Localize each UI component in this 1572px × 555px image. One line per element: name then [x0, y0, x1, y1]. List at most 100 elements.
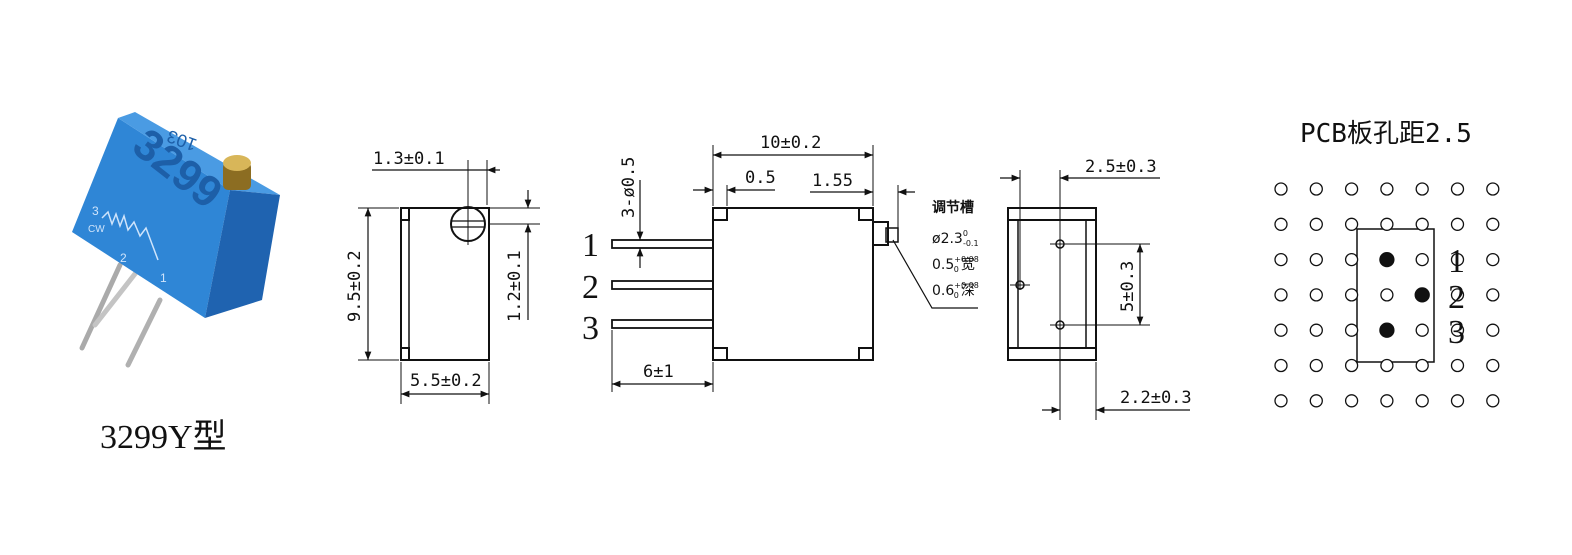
- pcb-hole: [1415, 394, 1429, 408]
- pcb-layout: PCB板孔距2.5 1 2 3: [1274, 119, 1500, 408]
- dim-back-2-5: 2.5±0.3: [1085, 157, 1157, 177]
- pcb-hole: [1415, 252, 1429, 267]
- pcb-hole: [1380, 182, 1394, 196]
- pcb-hole: [1380, 394, 1394, 408]
- pcb-hole: [1486, 217, 1500, 231]
- dim-front-pin-dia: 3-ø0.5: [619, 157, 639, 218]
- slot-spec-line: ø2.30-0.1: [932, 229, 979, 248]
- front-pin-label-3: 3: [582, 310, 599, 347]
- pcb-hole: [1274, 182, 1288, 196]
- front-view: [611, 145, 978, 392]
- model-label: 3299Y型: [100, 419, 227, 456]
- pcb-title: PCB板孔距2.5: [1300, 119, 1472, 149]
- dim-back-5: 5±0.3: [1118, 261, 1138, 312]
- pcb-hole: [1274, 323, 1288, 337]
- pcb-hole: [1309, 288, 1323, 302]
- lead-pin: [79, 262, 123, 351]
- lead-pin: [125, 297, 163, 368]
- pcb-hole: [1380, 217, 1394, 231]
- pcb-hole: [1274, 217, 1288, 231]
- pcb-hole: [1380, 288, 1394, 302]
- pcb-hole: [1344, 182, 1359, 196]
- pcb-hole: [1486, 288, 1500, 302]
- pcb-hole: [1344, 323, 1359, 337]
- trimmer-body-side: [205, 190, 280, 318]
- schematic-label-1: 1: [160, 271, 167, 285]
- schematic-label-3: 3: [92, 204, 99, 218]
- dim-back-2-2: 2.2±0.3: [1120, 388, 1192, 408]
- dim-front-10: 10±0.2: [760, 133, 821, 153]
- front-pin-2: [611, 280, 714, 290]
- side-body: [400, 207, 490, 361]
- side-view: [358, 160, 540, 404]
- pcb-hole: [1309, 394, 1323, 408]
- pcb-hole: [1450, 182, 1465, 196]
- pcb-hole: [1486, 358, 1500, 373]
- dim-side-1-2: 1.2±0.1: [505, 250, 525, 322]
- pcb-hole: [1274, 288, 1288, 302]
- pcb-hole: [1450, 217, 1465, 231]
- pcb-hole: [1344, 252, 1359, 267]
- pcb-hole: [1344, 288, 1359, 302]
- pcb-pin-label-1: 1: [1448, 243, 1465, 280]
- dim-side-1-3: 1.3±0.1: [373, 149, 445, 169]
- front-pin-1: [611, 239, 714, 249]
- front-pin-3: [611, 319, 714, 329]
- pcb-hole: [1344, 217, 1359, 231]
- dim-side-5-5: 5.5±0.2: [410, 371, 482, 391]
- lead-pin: [92, 267, 141, 328]
- slot-title: 调节槽: [932, 199, 974, 216]
- product-illustration: 3299 103 3 CW 2 1 3299Y型: [72, 112, 280, 456]
- adjust-screw-icon: [223, 155, 251, 190]
- side-notch-top: [400, 207, 410, 221]
- pcb-hole: [1309, 182, 1323, 196]
- pcb-hole: [1274, 252, 1288, 267]
- front-pin-label-2: 2: [582, 269, 599, 306]
- schematic-label-cw: CW: [88, 224, 105, 235]
- pcb-hole: [1450, 358, 1465, 373]
- pcb-pin-label-2: 2: [1448, 279, 1465, 316]
- pcb-hole: [1309, 217, 1323, 231]
- back-body: [1007, 207, 1097, 361]
- dim-front-6: 6±1: [643, 362, 674, 382]
- pcb-hole: [1309, 358, 1323, 373]
- pcb-hole: [1380, 358, 1394, 373]
- pcb-hole: [1274, 394, 1288, 408]
- pcb-pin-label-3: 3: [1448, 314, 1465, 351]
- pcb-hole: [1415, 323, 1429, 337]
- pcb-hole: [1450, 394, 1465, 408]
- dim-side-9-5: 9.5±0.2: [345, 250, 365, 322]
- pcb-hole: [1486, 323, 1500, 337]
- pcb-hole: [1486, 394, 1500, 408]
- pcb-hole: [1486, 252, 1500, 267]
- pcb-hole: [1344, 394, 1359, 408]
- pcb-hole: [1450, 288, 1465, 302]
- pcb-hole: [1274, 358, 1288, 373]
- dim-front-0-5: 0.5: [745, 168, 776, 188]
- pcb-pin-hole-filled: [1379, 322, 1395, 338]
- pcb-hole: [1415, 358, 1429, 373]
- side-notch-bottom: [400, 347, 410, 361]
- schematic-label-2: 2: [120, 251, 127, 265]
- pcb-hole: [1486, 182, 1500, 196]
- front-body: [712, 207, 874, 361]
- pcb-hole: [1450, 252, 1465, 267]
- pcb-hole: [1450, 323, 1465, 337]
- pcb-hole: [1344, 358, 1359, 373]
- resistor-symbol-icon: [101, 210, 159, 261]
- trimmer-body-front: [72, 118, 230, 318]
- front-pin-label-1: 1: [582, 227, 599, 264]
- pcb-hole: [1415, 182, 1429, 196]
- adjust-slot: [873, 221, 889, 246]
- pcb-pin-hole-filled: [1379, 251, 1395, 268]
- back-view: [1000, 170, 1190, 420]
- dim-front-1-55: 1.55: [812, 171, 853, 191]
- pcb-hole: [1415, 217, 1429, 231]
- pcb-hole: [1309, 323, 1323, 337]
- pcb-pin-hole-filled: [1414, 287, 1430, 303]
- pcb-hole: [1309, 252, 1323, 267]
